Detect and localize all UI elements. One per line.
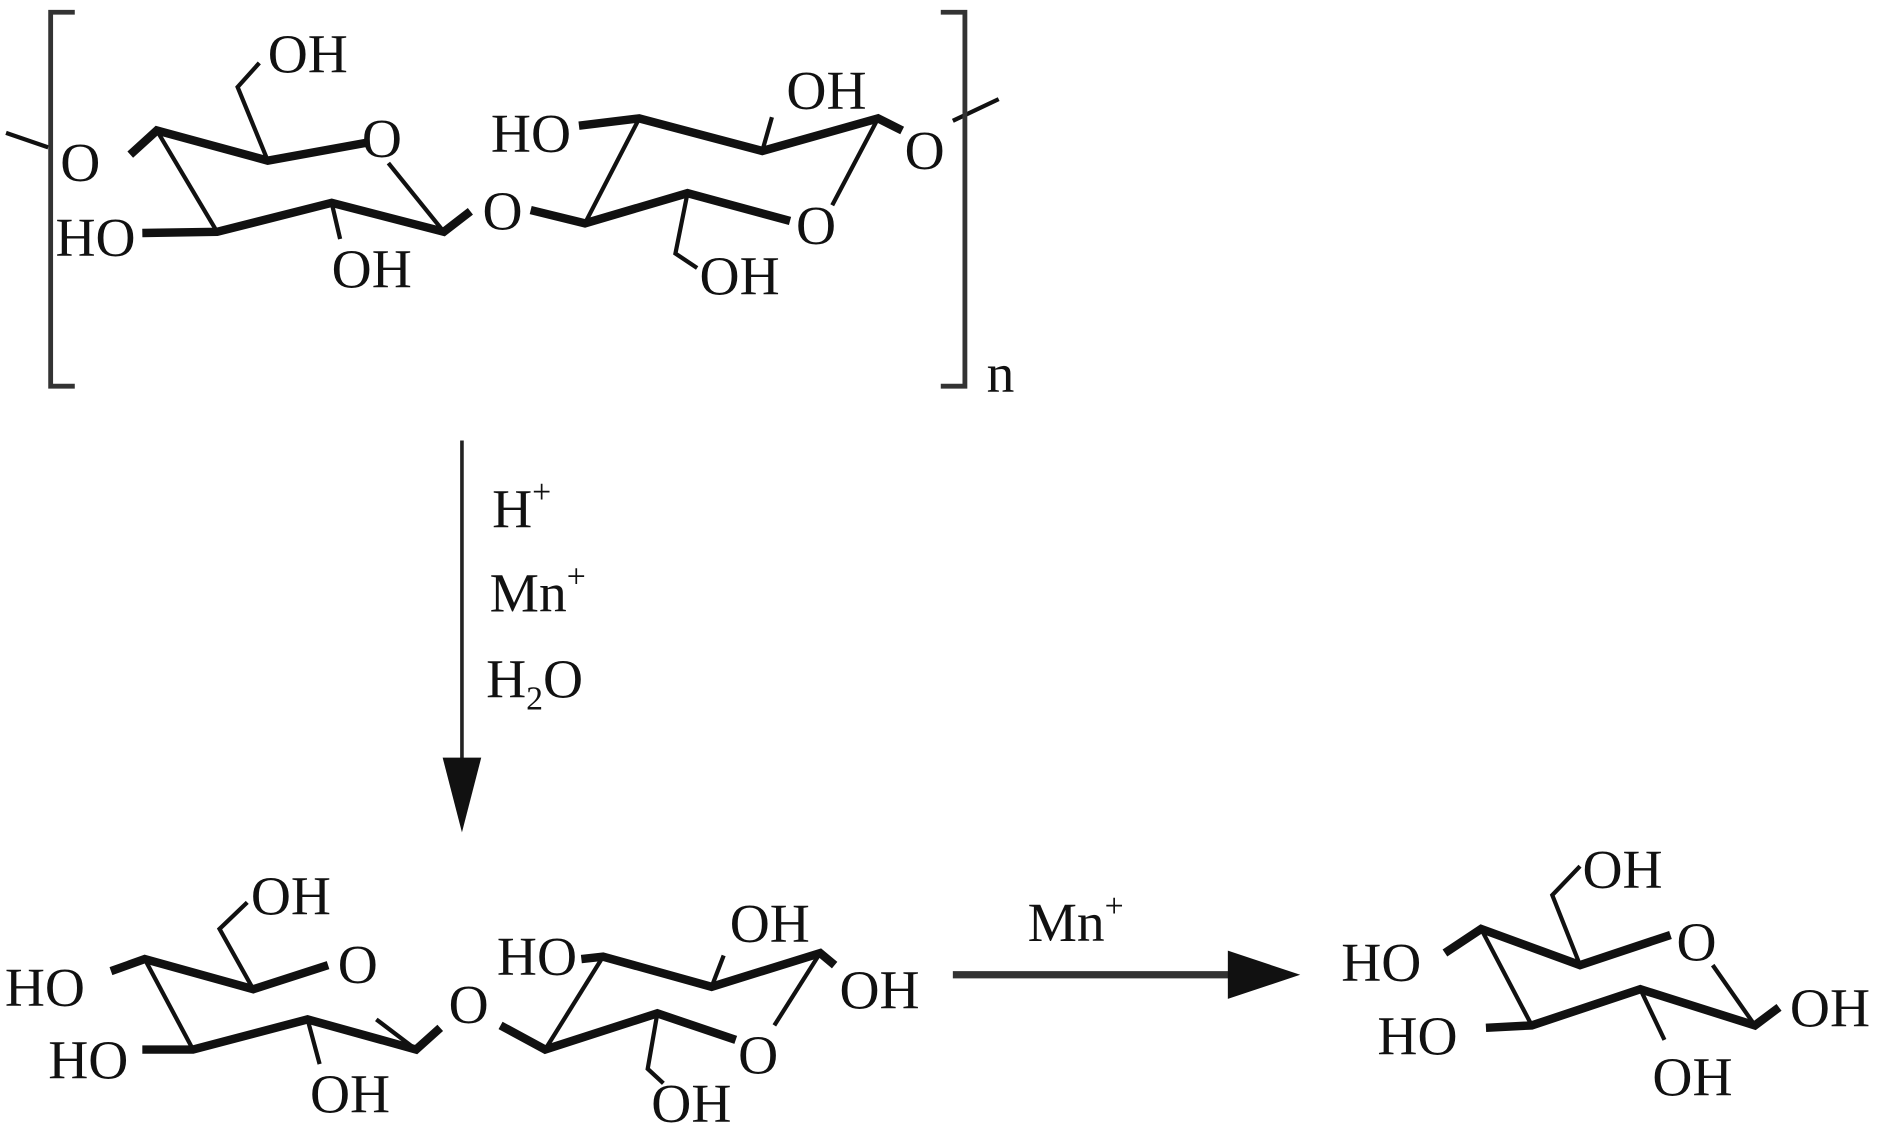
atom-label: OH <box>310 1064 390 1125</box>
bonds <box>5 61 1000 270</box>
atom-label: O <box>796 196 836 257</box>
atom-label: OH <box>332 239 412 300</box>
atom-label: OH <box>651 1074 731 1135</box>
atom-label: HO <box>491 104 571 165</box>
step1-reagents: H+ Mn+ H2O <box>486 474 586 717</box>
atom-label: HO <box>5 958 85 1019</box>
atom-label: O <box>1677 912 1717 973</box>
atom-label: OH <box>251 866 331 927</box>
hydrolysis-arrow <box>442 440 482 833</box>
atom-label: OH <box>700 247 780 308</box>
atom-label: OH <box>839 961 919 1022</box>
atom-label: HO <box>1341 933 1421 994</box>
atom-label: O <box>482 181 522 242</box>
atom-label: HO <box>1377 1006 1457 1067</box>
right-bracket <box>940 9 968 389</box>
atom-label: OH <box>1790 979 1870 1040</box>
atom-label: O <box>449 975 489 1036</box>
brackets <box>48 9 968 389</box>
atom-label: HO <box>497 927 577 988</box>
atom-label: HO <box>48 1030 128 1091</box>
atom-label: O <box>738 1026 778 1087</box>
bonds <box>1442 864 1782 1041</box>
atom-label: OH <box>1652 1047 1732 1108</box>
reagent-water: H2O <box>486 649 583 717</box>
atom-label: O <box>362 109 402 170</box>
step2-reagent: Mn+ <box>1028 888 1124 954</box>
atom-label: HO <box>55 208 135 269</box>
atom-label: O <box>60 133 100 194</box>
atom-label: OH <box>730 894 810 955</box>
left-bracket <box>48 9 75 389</box>
cellulose-structure: OH O O HO OH O HO OH O O OH n <box>5 9 1015 405</box>
atom-label: O <box>905 121 945 182</box>
cellobiose-structure: OH O HO HO OH O HO OH OH O OH <box>5 866 920 1134</box>
glucose-structure: OH O HO HO OH OH <box>1341 840 1870 1108</box>
bonds <box>109 900 838 1085</box>
repeat-subscript: n <box>987 344 1015 405</box>
conversion-arrow <box>952 950 1301 999</box>
atom-label: OH <box>786 61 866 122</box>
reagent-metal-ion: Mn+ <box>490 559 586 625</box>
atom-label: OH <box>268 25 348 86</box>
atom-label: OH <box>1582 840 1662 901</box>
reagent-proton: H+ <box>492 474 551 540</box>
atom-label: O <box>338 935 378 996</box>
